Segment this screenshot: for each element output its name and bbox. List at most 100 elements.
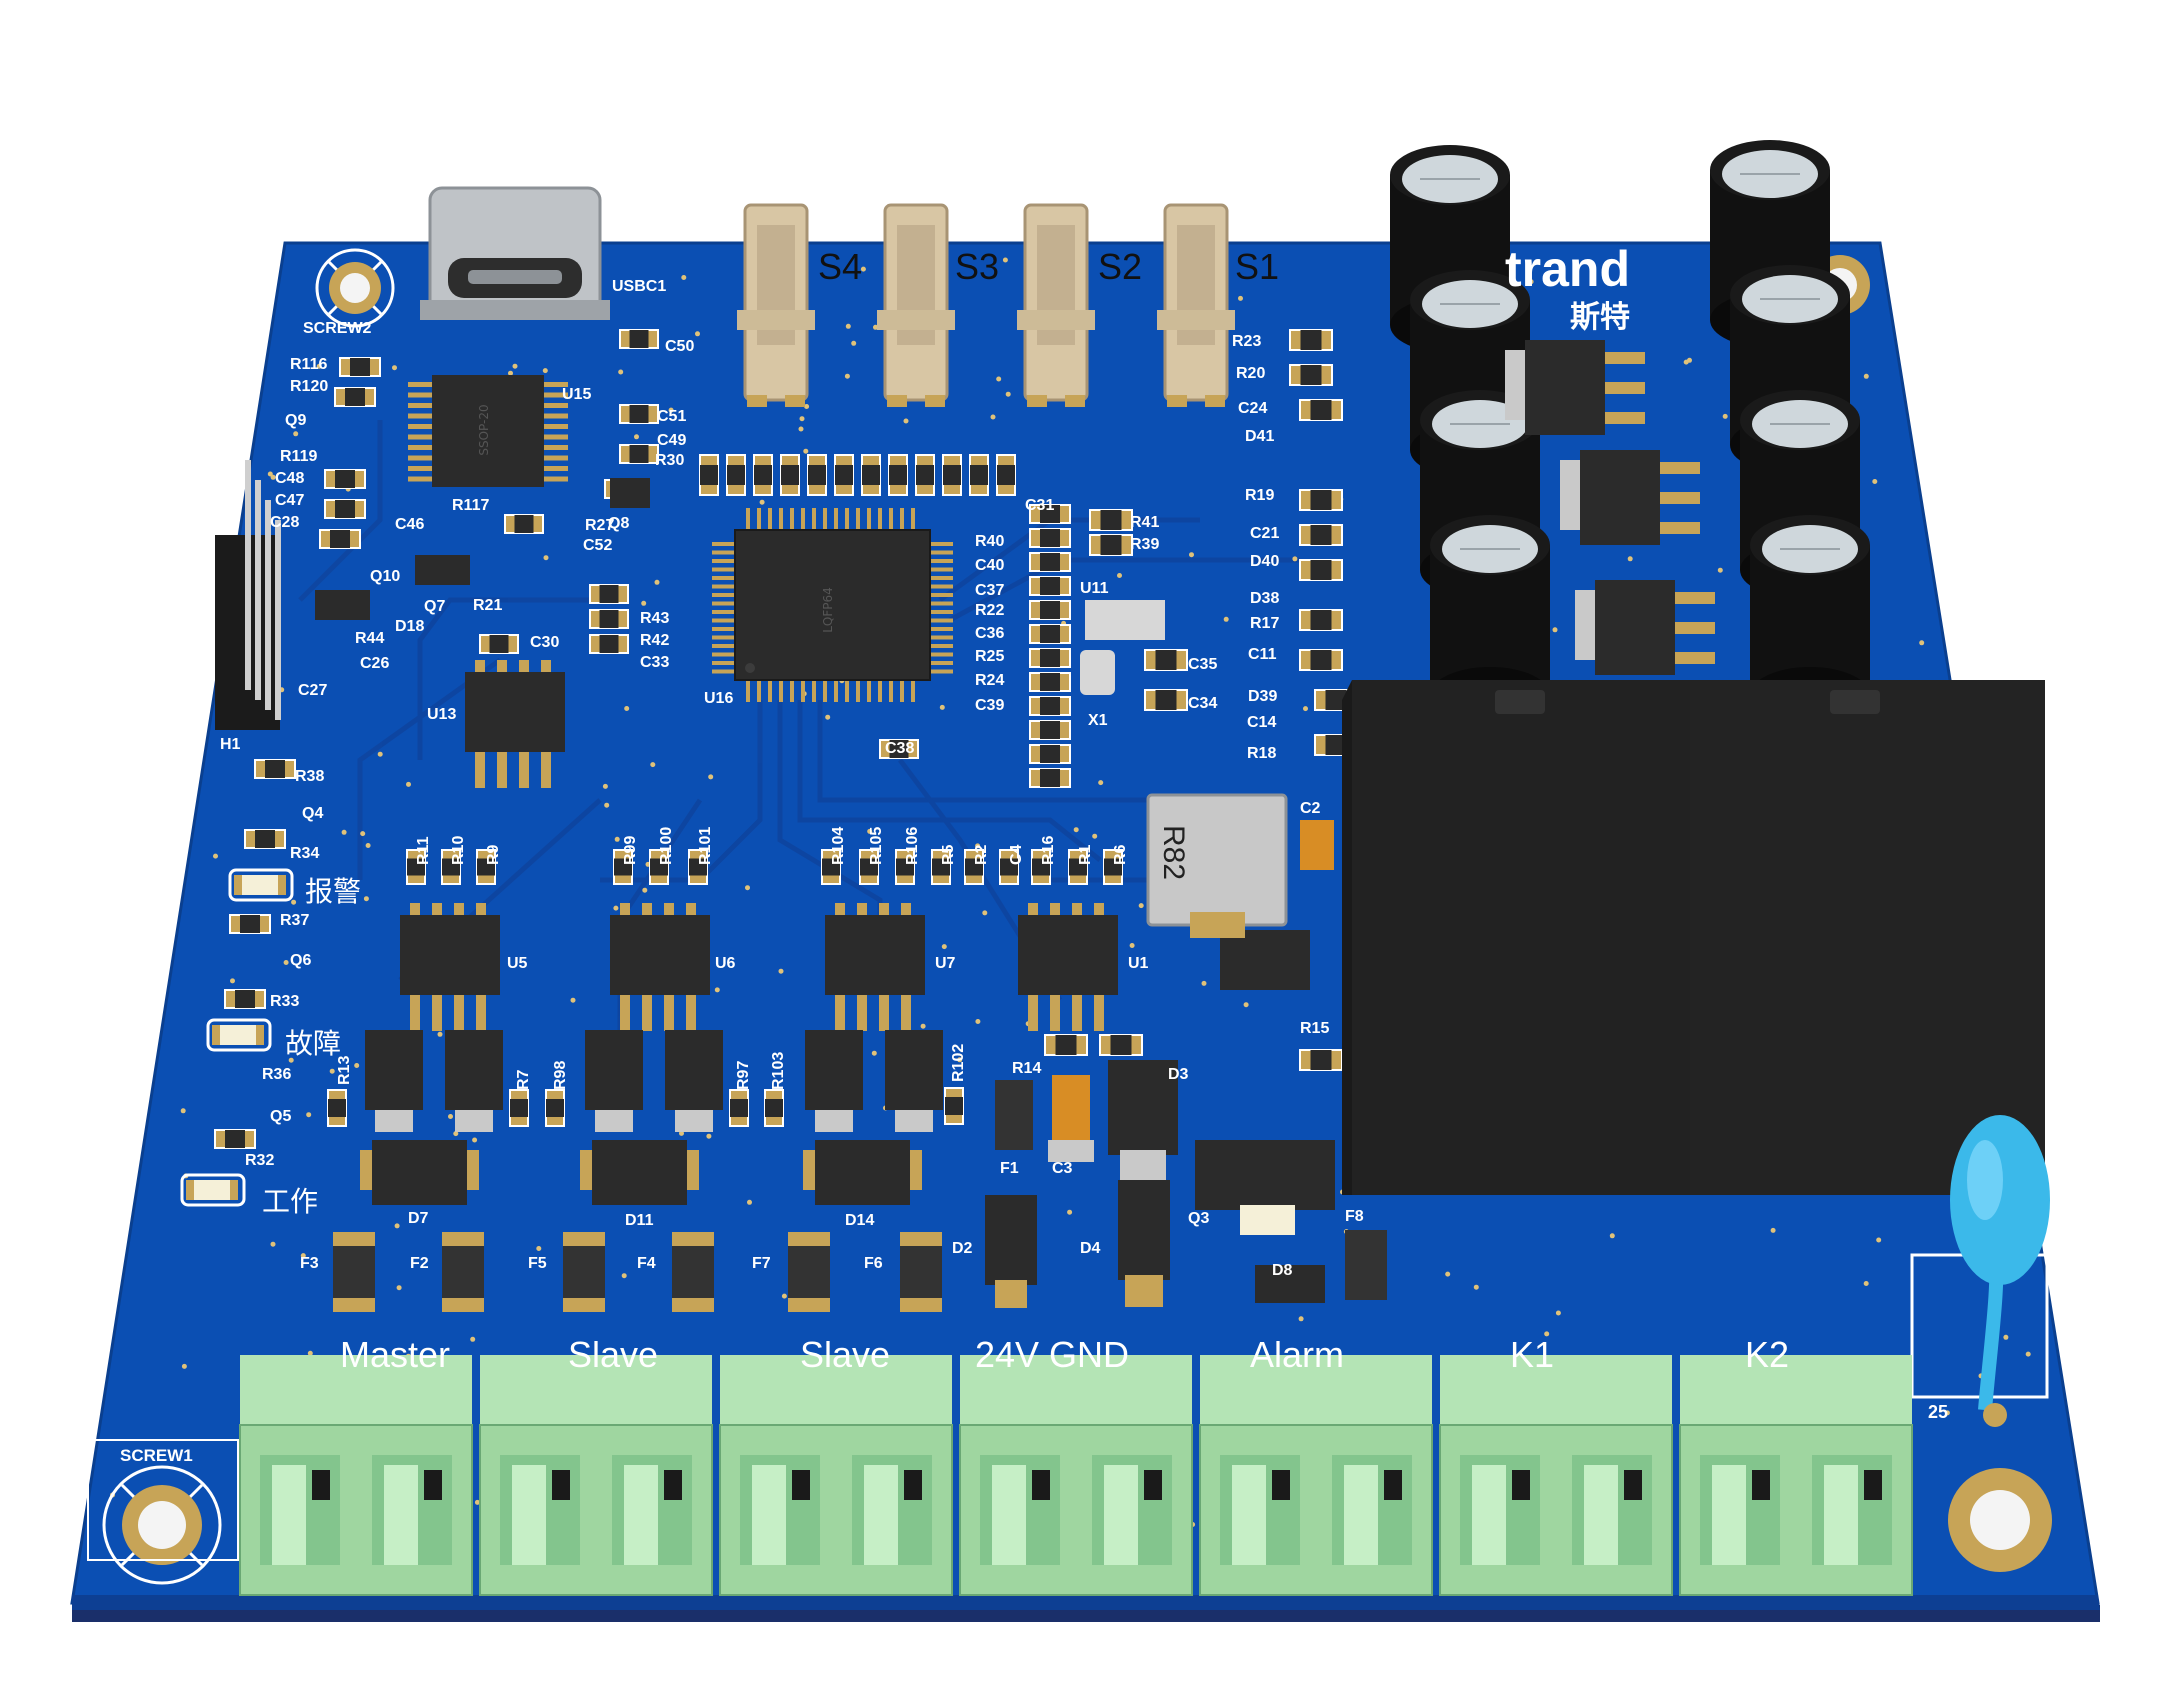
label-u15: U15 [562, 386, 592, 403]
label-u13: U13 [427, 706, 457, 723]
voltage-regulators [1505, 340, 1715, 675]
ref-c28: C28 [270, 514, 300, 531]
ref-f1: F1 [1000, 1160, 1019, 1177]
ref-c26: C26 [360, 655, 390, 672]
label-s3: S3 [955, 246, 1000, 287]
label-x1: X1 [1088, 712, 1108, 729]
usb-c-connector [420, 186, 610, 320]
ref-q8: Q8 [608, 515, 630, 532]
ref-c14: C14 [1247, 714, 1277, 731]
ceramic-capacitor-blue [1910, 1115, 2050, 1427]
ref-c48: C48 [275, 470, 305, 487]
ref-c38: C38 [885, 740, 915, 757]
ref-c40: C40 [975, 557, 1005, 574]
label-u7: U7 [935, 955, 956, 972]
ref-d2: D2 [952, 1240, 973, 1257]
ref-c24: C24 [1238, 400, 1268, 417]
label-brand-cn: 斯特 [1570, 301, 1630, 334]
label-u11: U11 [1080, 580, 1109, 597]
screw-hole-bottom-right [1948, 1468, 2052, 1572]
jst-connectors [737, 203, 1235, 407]
status-led-work-label: 工作 [262, 1186, 319, 1217]
screw-hole-bottom-left [87, 1439, 239, 1585]
ref-r22: R22 [975, 602, 1005, 619]
power-devices [315, 478, 1387, 1312]
ref-q7: Q7 [424, 598, 446, 615]
ref-r25: R25 [975, 648, 1005, 665]
ref-row-c4: C4 [1008, 844, 1025, 865]
ref-c46: C46 [395, 516, 425, 533]
ref-q6: Q6 [290, 952, 312, 969]
ref-r39: R39 [1130, 536, 1160, 553]
label-screw-bottom-left: SCREW1 [120, 1446, 193, 1465]
ref-d18: D18 [395, 618, 425, 635]
terminal-label-master: Master [340, 1334, 451, 1375]
ref-r30: R30 [655, 452, 685, 469]
label-inductor: R82 [1157, 825, 1190, 881]
ref-r24: R24 [975, 672, 1005, 689]
label-s1: S1 [1235, 246, 1280, 287]
ref-c27: C27 [298, 682, 328, 699]
ref-q3: Q3 [1188, 1210, 1210, 1227]
ref-c49: C49 [657, 432, 687, 449]
ref-c2: C2 [1300, 800, 1321, 817]
terminal-label-alarm: Alarm [1250, 1334, 1345, 1375]
ref-r120: R120 [290, 378, 329, 395]
label-s4: S4 [818, 246, 863, 287]
ref-row-r2: R2 [973, 844, 990, 865]
ref-d4: D4 [1080, 1240, 1101, 1257]
ref-c30: C30 [530, 634, 560, 651]
ref-c37: C37 [975, 582, 1005, 599]
ref-d14: D14 [845, 1212, 875, 1229]
label-screw-top-left: SCREW2 [303, 320, 372, 337]
ref-r21: R21 [473, 597, 503, 614]
terminal-label-slave-2: Slave [800, 1334, 891, 1375]
ref-c47: C47 [275, 492, 305, 509]
ref-d41: D41 [1245, 428, 1275, 445]
ref-r102: R102 [950, 1043, 967, 1082]
ref-d39: D39 [1248, 688, 1278, 705]
ref-f4: F4 [637, 1255, 656, 1272]
label-u5: U5 [507, 955, 528, 972]
ref-c52: C52 [583, 537, 613, 554]
label-usb: USBC1 [612, 278, 667, 295]
terminal-blocks [239, 1355, 1913, 1596]
ref-f6: F6 [864, 1255, 883, 1272]
ref-d3: D3 [1168, 1066, 1189, 1083]
ref-row-r6: R6 [1112, 844, 1129, 865]
ref-c35: C35 [1188, 656, 1218, 673]
ref-r116: R116 [290, 356, 328, 373]
ref-r33: R33 [270, 993, 300, 1010]
ref-row-r10: R10 [450, 835, 467, 865]
ref-r38: R38 [295, 768, 325, 785]
screw-hole-top-left [315, 248, 395, 328]
label-u6: U6 [715, 955, 736, 972]
ref-r14: R14 [1012, 1060, 1042, 1077]
ref-f3: F3 [300, 1255, 319, 1272]
ref-c51: C51 [657, 408, 687, 425]
ref-r41: R41 [1130, 514, 1160, 531]
ref-row-r100: R100 [658, 826, 675, 865]
ref-r40: R40 [975, 533, 1005, 550]
ref-row-r5: R5 [940, 844, 957, 865]
terminal-label-k2: K2 [1745, 1334, 1790, 1375]
status-led-alarm-label: 报警 [305, 876, 362, 907]
ref-c21: C21 [1250, 525, 1280, 542]
label-header: H1 [220, 736, 241, 753]
ref-c31: C31 [1025, 497, 1055, 514]
power-inductor [1146, 793, 1288, 938]
ref-row-r105: R105 [868, 826, 885, 865]
ic-ssop20: SSOP-20 [408, 375, 568, 487]
ref-r7: R7 [515, 1069, 532, 1090]
ref-row-r16: R16 [1040, 835, 1057, 865]
ref-row-r101: R101 [697, 826, 714, 865]
mcu-lqfp64: LQFP64 [712, 508, 953, 702]
ref-r117: R117 [452, 497, 490, 514]
ref-r13: R13 [336, 1055, 353, 1085]
ref-r32: R32 [245, 1152, 275, 1169]
pin-header-h1 [215, 460, 281, 730]
ref-row-r104: R104 [830, 826, 847, 865]
ref-r20: R20 [1236, 365, 1266, 382]
ref-d40: D40 [1250, 553, 1280, 570]
label-u1: U1 [1128, 955, 1149, 972]
